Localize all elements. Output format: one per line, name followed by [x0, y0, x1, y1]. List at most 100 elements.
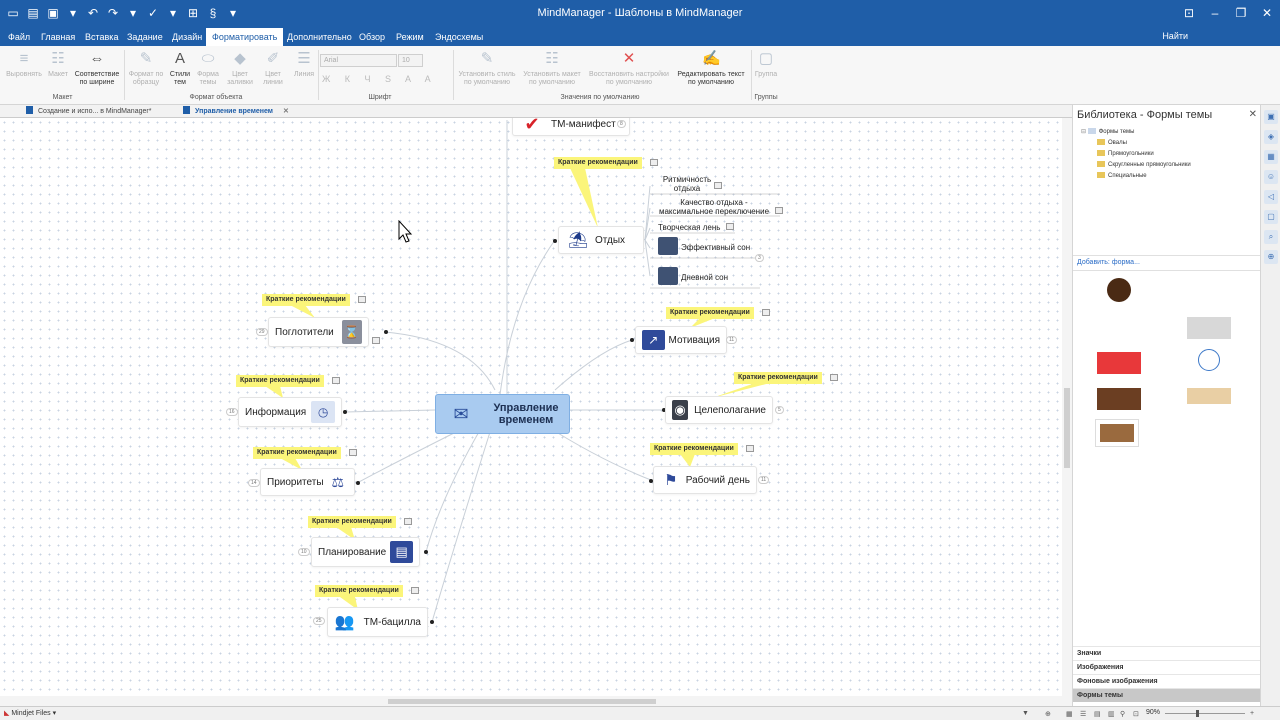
note-icon[interactable]: [830, 374, 838, 381]
collapse-dot[interactable]: [649, 479, 653, 483]
vertical-scroll-thumb[interactable]: [1064, 388, 1070, 468]
shape-red-rect[interactable]: [1097, 352, 1141, 374]
topic-shape-button[interactable]: ⬭Форма темы: [197, 50, 219, 86]
collapse-dot[interactable]: [630, 338, 634, 342]
line-button[interactable]: ☰Линия: [293, 50, 315, 78]
fit-map-icon[interactable]: ⊡: [1133, 711, 1139, 718]
panel-section-topic-shapes[interactable]: Формы темы: [1073, 688, 1261, 702]
save-icon[interactable]: ▣: [47, 6, 59, 20]
close-icon[interactable]: ✕: [1248, 109, 1257, 120]
restore-defaults-button[interactable]: ✕Восстановить настройки по умолчанию: [589, 50, 669, 86]
panel-section-icons[interactable]: Значки: [1073, 646, 1261, 660]
subtopic-creative-laziness[interactable]: Творческая лень: [658, 223, 721, 232]
collapse-dot[interactable]: [662, 408, 666, 412]
note-icon[interactable]: [411, 587, 419, 594]
callout-planning[interactable]: Краткие рекомендации: [308, 516, 396, 528]
add-shape-link[interactable]: Добавить: форма...: [1077, 259, 1140, 266]
open-folder-icon[interactable]: ▤: [27, 6, 39, 20]
callout-rest[interactable]: Краткие рекомендации: [554, 157, 642, 169]
calendar-icon[interactable]: ▦: [1264, 150, 1278, 164]
horizontal-scroll-thumb[interactable]: [388, 699, 656, 704]
close-icon[interactable]: ✕: [1261, 6, 1273, 20]
library-icon[interactable]: ▣: [1264, 110, 1278, 124]
tree-item-rectangles[interactable]: Прямоугольники: [1081, 149, 1191, 160]
map-icon[interactable]: ⊞: [187, 6, 199, 20]
collapse-dot[interactable]: [430, 620, 434, 624]
note-icon[interactable]: [714, 182, 722, 189]
format-painter-button[interactable]: ✎Формат по образцу: [128, 50, 164, 86]
format-icon[interactable]: ▢: [1264, 210, 1278, 224]
font-name-select[interactable]: Arial: [320, 54, 397, 67]
set-default-style-button[interactable]: ✎Установить стиль по умолчанию: [458, 50, 516, 86]
note-icon[interactable]: [650, 159, 658, 166]
font-size-select[interactable]: 10: [398, 54, 423, 67]
zoom-slider-knob[interactable]: [1196, 710, 1199, 717]
tree-item-special[interactable]: Специальные: [1081, 171, 1191, 182]
shape-medium-wood[interactable]: [1095, 419, 1139, 447]
shape-outline-circle[interactable]: [1198, 349, 1220, 371]
doc-tab-time-management[interactable]: Управление временем ✕: [183, 106, 289, 115]
layout-button[interactable]: ☷Макет: [48, 50, 68, 78]
note-icon[interactable]: [358, 296, 366, 303]
central-topic[interactable]: ✉ Управление временем: [435, 394, 570, 434]
font-format-buttons[interactable]: Ж К Ч S A A: [322, 74, 437, 84]
tree-item-ovals[interactable]: Овалы: [1081, 138, 1191, 149]
fill-color-button[interactable]: ◆Цвет заливки: [227, 50, 253, 86]
set-default-layout-button[interactable]: ☷Установить макет по умолчанию: [523, 50, 581, 86]
collapse-dot[interactable]: [424, 550, 428, 554]
collapse-dot[interactable]: [553, 239, 557, 243]
chevron-down-icon[interactable]: ▾: [229, 6, 237, 20]
callout-goals[interactable]: Краткие рекомендации: [734, 372, 822, 384]
note-icon[interactable]: [349, 449, 357, 456]
subtopic-rhythm[interactable]: Ритмичность отдыха: [662, 175, 712, 193]
shape-light-gray-rect[interactable]: [1187, 317, 1231, 339]
minimize-icon[interactable]: –: [1211, 6, 1219, 20]
zoom-in-icon[interactable]: +: [1250, 710, 1255, 717]
horizontal-scrollbar[interactable]: [0, 696, 1062, 706]
share-icon[interactable]: ◁: [1264, 190, 1278, 204]
collapse-dot[interactable]: [343, 410, 347, 414]
note-icon[interactable]: [746, 445, 754, 452]
subtopic-quality[interactable]: Качество отдыха - максимальное переключе…: [658, 198, 770, 216]
find-link[interactable]: Найти: [1162, 31, 1188, 41]
note-icon[interactable]: [332, 377, 340, 384]
view-mode-icon[interactable]: ▦: [1066, 711, 1073, 718]
check-icon[interactable]: ✓: [147, 6, 159, 20]
zoom-slider[interactable]: [1165, 713, 1245, 714]
vertical-scrollbar[interactable]: [1062, 118, 1072, 706]
shape-dark-circle[interactable]: [1107, 278, 1131, 302]
filter-icon[interactable]: ▼: [1022, 710, 1029, 717]
tab-design[interactable]: Дизайн: [172, 32, 203, 42]
callout-tm-bacillus[interactable]: Краткие рекомендации: [315, 585, 403, 597]
collapse-dot[interactable]: [384, 330, 388, 334]
map-canvas[interactable]: ✔ ТМ-манифест 8 Краткие рекомендации ⛱ О…: [0, 118, 1072, 706]
chevron-down-icon[interactable]: ▾: [69, 6, 77, 20]
tab-review[interactable]: Обзор: [359, 32, 385, 42]
tab-advanced[interactable]: Дополнительно: [287, 32, 352, 42]
note-icon[interactable]: [775, 207, 783, 214]
browser-icon[interactable]: ⊕: [1264, 250, 1278, 264]
panel-section-backgrounds[interactable]: Фоновые изображения: [1073, 674, 1261, 688]
tab-endoschemes[interactable]: Эндосхемы: [435, 32, 484, 42]
maximize-icon[interactable]: ❐: [1235, 6, 1247, 20]
fit-width-button[interactable]: ⇔Соответствие по ширине: [74, 50, 120, 86]
topic-priorities[interactable]: Приоритеты ⚖: [260, 468, 355, 496]
chevron-down-icon[interactable]: ▾: [129, 6, 137, 20]
panel-section-images[interactable]: Изображения: [1073, 660, 1261, 674]
doc-tab-creating[interactable]: Создание и испо... в MindManager*: [26, 106, 151, 115]
tab-file[interactable]: Файл: [8, 32, 31, 42]
group-button[interactable]: ▢Группа: [754, 50, 778, 78]
chevron-down-icon[interactable]: ▾: [169, 6, 177, 20]
edit-default-text-button[interactable]: ✍Редактировать текст по умолчанию: [677, 50, 745, 86]
line-color-button[interactable]: ✐Цвет линии: [263, 50, 283, 86]
callout-workday[interactable]: Краткие рекомендации: [650, 443, 738, 455]
topic-information[interactable]: Информация ◷: [238, 397, 342, 427]
topic-planning[interactable]: Планирование ▤: [311, 537, 420, 567]
tree-root[interactable]: ⊟ Формы темы: [1081, 128, 1135, 135]
callout-motivation[interactable]: Краткие рекомендации: [666, 307, 754, 319]
slides-icon[interactable]: §: [209, 6, 217, 20]
topic-tm-manifest[interactable]: ✔ ТМ-манифест: [512, 118, 630, 136]
mindjet-files-menu[interactable]: ◣ Mindjet Files ▾: [4, 710, 57, 717]
note-icon[interactable]: [404, 518, 412, 525]
